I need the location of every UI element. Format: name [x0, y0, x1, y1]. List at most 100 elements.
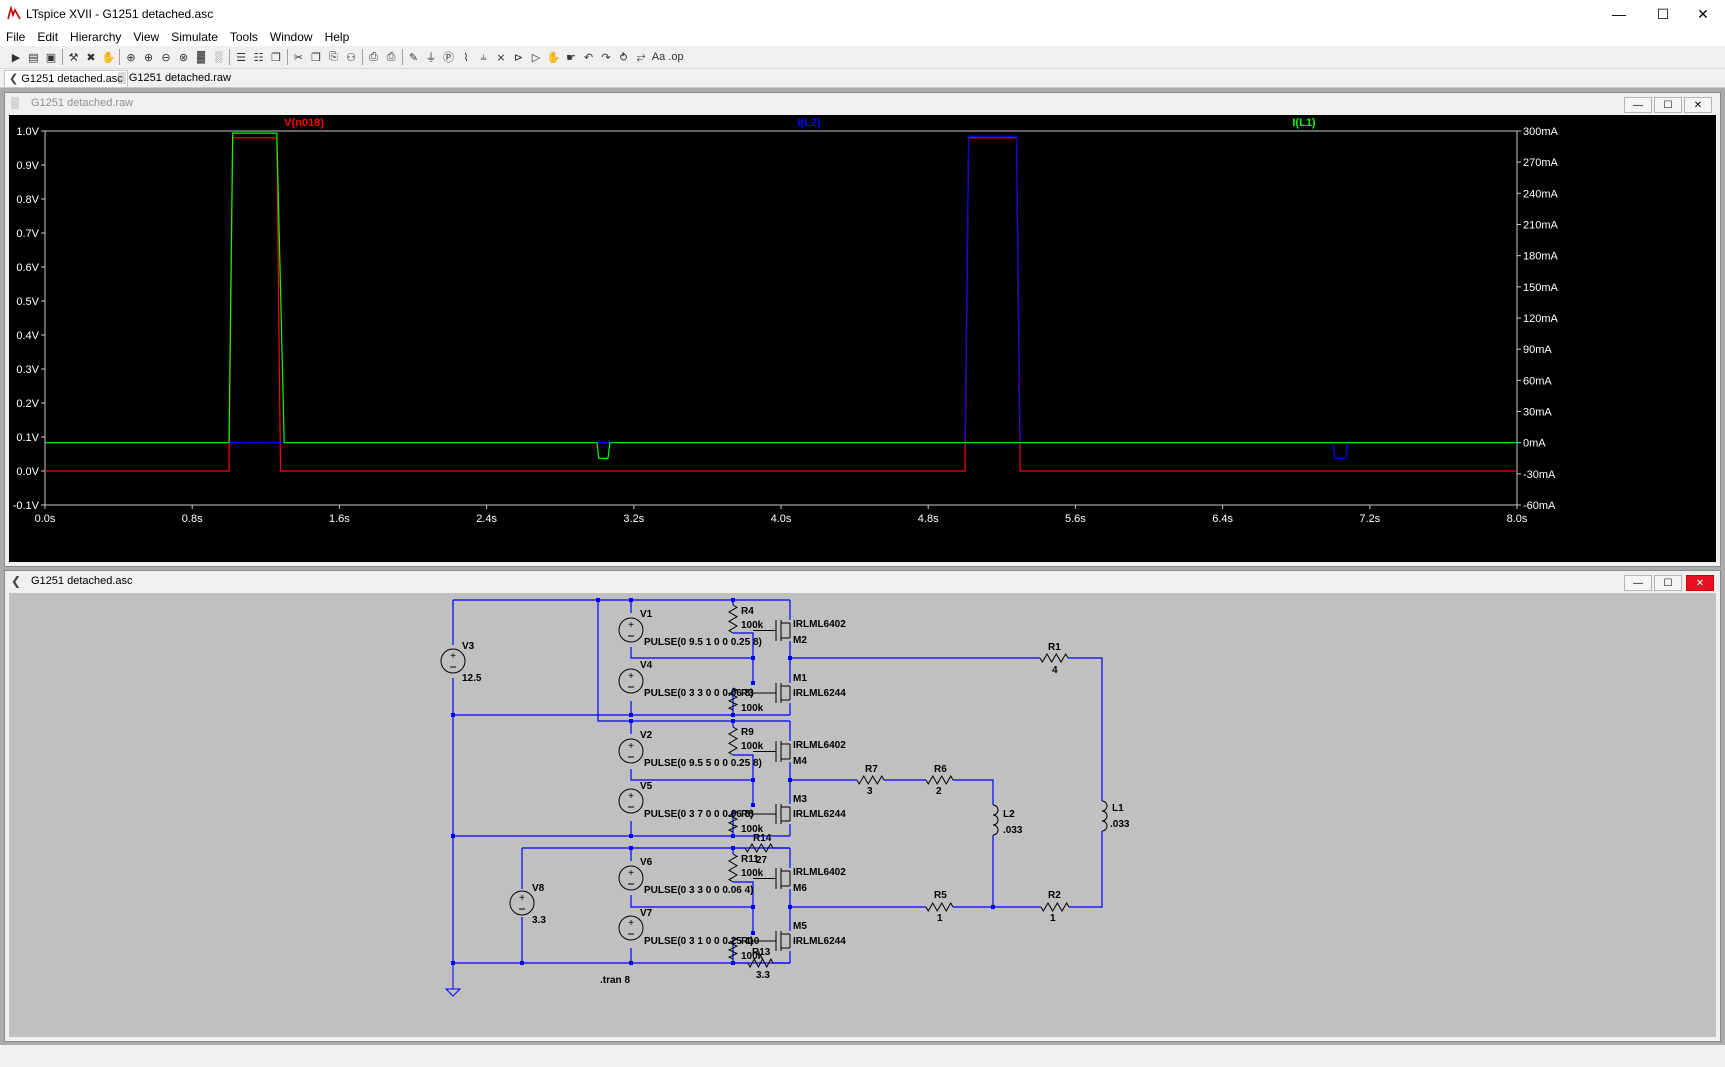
mosfet-m6[interactable]	[753, 868, 791, 889]
voltage-source[interactable]: +	[509, 890, 535, 916]
resistor-r10[interactable]	[727, 936, 739, 960]
resistor-r4[interactable]	[728, 604, 738, 634]
label-v3-name[interactable]: V3	[462, 641, 475, 652]
run-icon[interactable]: ▶	[11, 51, 21, 64]
tile-horizontal-icon[interactable]: ☰	[236, 51, 246, 64]
menu-simulate[interactable]: Simulate	[171, 30, 218, 44]
label-r9-val[interactable]: 100k	[741, 741, 764, 752]
label-r7-val[interactable]: 3	[867, 786, 873, 797]
halt-icon[interactable]: ✖	[86, 51, 96, 64]
cut-icon[interactable]: ✂	[293, 51, 304, 64]
label-r4-val[interactable]: 100k	[741, 620, 764, 631]
resistor-r7[interactable]	[856, 774, 885, 786]
label-v2-val[interactable]: PULSE(0 9.5 5 0 0 0.25 8)	[644, 758, 762, 769]
component-icon[interactable]: ▷	[531, 51, 541, 64]
label-m6-name[interactable]: M6	[793, 883, 807, 894]
mosfet-m3[interactable]	[753, 804, 791, 824]
label-m1-part[interactable]: IRLML6244	[793, 688, 846, 699]
tile-vertical-icon[interactable]: ☷	[253, 51, 264, 64]
inductor-l1[interactable]	[1101, 800, 1108, 832]
label-r7-name[interactable]: R7	[865, 764, 878, 775]
voltage-source[interactable]: +	[618, 617, 644, 643]
print-setup-icon[interactable]: ⎙	[386, 50, 396, 63]
label-m3-part[interactable]: IRLML6244	[793, 809, 846, 820]
menu-view[interactable]: View	[133, 30, 160, 44]
resistor-r11[interactable]	[728, 853, 738, 883]
voltage-source[interactable]: +	[618, 788, 644, 814]
menu-tools[interactable]: Tools	[229, 30, 258, 44]
print-icon[interactable]: ⎙	[369, 50, 378, 63]
label-m6-part[interactable]: IRLML6402	[793, 867, 846, 878]
label-l2-val[interactable]: .033	[1003, 825, 1023, 836]
label-v6-name[interactable]: V6	[640, 857, 653, 868]
mosfet-m5[interactable]	[753, 931, 791, 951]
label-m2-part[interactable]: IRLML6402	[793, 619, 846, 630]
resistor-r9[interactable]	[728, 726, 738, 756]
label-directive[interactable]: .tran 8	[600, 975, 630, 986]
resistor-r5[interactable]	[925, 901, 954, 913]
label-r9-name[interactable]: R9	[741, 727, 754, 738]
waveform-restore-button[interactable]: ☐	[1654, 97, 1682, 113]
resistor-r6[interactable]	[925, 774, 954, 786]
label-v5-val[interactable]: PULSE(0 3 7 0 0 0.06 8)	[644, 809, 754, 820]
label-l1-name[interactable]: L1	[1112, 803, 1124, 814]
rotate-icon[interactable]: ⥁	[619, 51, 628, 64]
resistor-r13[interactable]	[747, 957, 774, 969]
resistor-r3[interactable]	[727, 687, 739, 711]
resistor-icon[interactable]: ⌇	[463, 51, 469, 64]
tab-waveform[interactable]: ▒ G1251 detached.raw	[114, 70, 235, 86]
pan-icon[interactable]: ✋	[101, 51, 116, 64]
label-r2-name[interactable]: R2	[1048, 890, 1061, 901]
waveform-plot[interactable]: 1.0V0.9V0.8V0.7V0.6V0.5V0.4V0.3V0.2V0.1V…	[9, 115, 1716, 562]
schematic-restore-button[interactable]: ☐	[1654, 575, 1682, 591]
move-icon[interactable]: ✋	[546, 51, 561, 64]
voltage-source[interactable]: +	[440, 648, 466, 674]
label-v8-name[interactable]: V8	[532, 883, 545, 894]
close-button[interactable]: ✕	[1697, 5, 1709, 22]
label-v1-name[interactable]: V1	[640, 609, 653, 620]
schematic-minimize-button[interactable]: —	[1624, 575, 1652, 591]
label-r6-val[interactable]: 2	[936, 786, 942, 797]
capacitor-icon[interactable]: ⫨	[480, 50, 487, 63]
undo-icon[interactable]: ↶	[583, 51, 594, 64]
label-m5-part[interactable]: IRLML6244	[793, 936, 846, 947]
spice-directive-icon[interactable]: .op	[668, 51, 684, 63]
label-m3-name[interactable]: M3	[793, 794, 807, 805]
drag-icon[interactable]: ☛	[566, 51, 576, 64]
menu-window[interactable]: Window	[269, 30, 313, 44]
series-legend-0[interactable]: V(n018)	[284, 117, 324, 129]
autorange-icon[interactable]: ▓	[196, 51, 206, 63]
label-r1-val[interactable]: 4	[1052, 665, 1058, 676]
label-r11-val[interactable]: 100k	[741, 868, 764, 879]
resistor-r14[interactable]	[744, 843, 774, 853]
mosfet-m1[interactable]	[753, 683, 791, 703]
label-r1-name[interactable]: R1	[1048, 642, 1061, 653]
label-r6-name[interactable]: R6	[934, 764, 947, 775]
label-r4-name[interactable]: R4	[741, 606, 754, 617]
label-l2-name[interactable]: L2	[1003, 809, 1015, 820]
voltage-source[interactable]: +	[618, 738, 644, 764]
voltage-source[interactable]: +	[618, 668, 644, 694]
resistor-r2[interactable]	[1040, 902, 1070, 912]
label-m4-name[interactable]: M4	[793, 756, 807, 767]
control-panel-icon[interactable]: ⚒	[68, 51, 79, 64]
label-v4-name[interactable]: V4	[640, 660, 653, 671]
label-r13-val[interactable]: 3.3	[756, 970, 770, 981]
resistor-r1[interactable]	[1039, 653, 1069, 663]
zoom-fit-icon[interactable]: ⊗	[178, 51, 189, 64]
label-r5-name[interactable]: R5	[934, 890, 947, 901]
menu-file[interactable]: File	[6, 30, 26, 44]
waveform-close-button[interactable]: ✕	[1684, 97, 1712, 113]
find-icon[interactable]: ⚇	[346, 51, 356, 64]
label-r8-val[interactable]: 100k	[741, 824, 764, 835]
open-icon[interactable]: ▤	[28, 51, 39, 64]
menu-help[interactable]: Help	[324, 30, 350, 44]
mosfet-m4[interactable]	[753, 741, 791, 762]
mirror-icon[interactable]: ⥂	[636, 50, 646, 63]
minimize-button[interactable]: —	[1612, 6, 1626, 22]
inductor-l2[interactable]	[992, 804, 999, 836]
zoom-in-icon[interactable]: ⊕	[126, 51, 136, 64]
label-r3-val[interactable]: 100k	[741, 703, 764, 714]
label-icon[interactable]: Ⓟ	[443, 52, 454, 64]
